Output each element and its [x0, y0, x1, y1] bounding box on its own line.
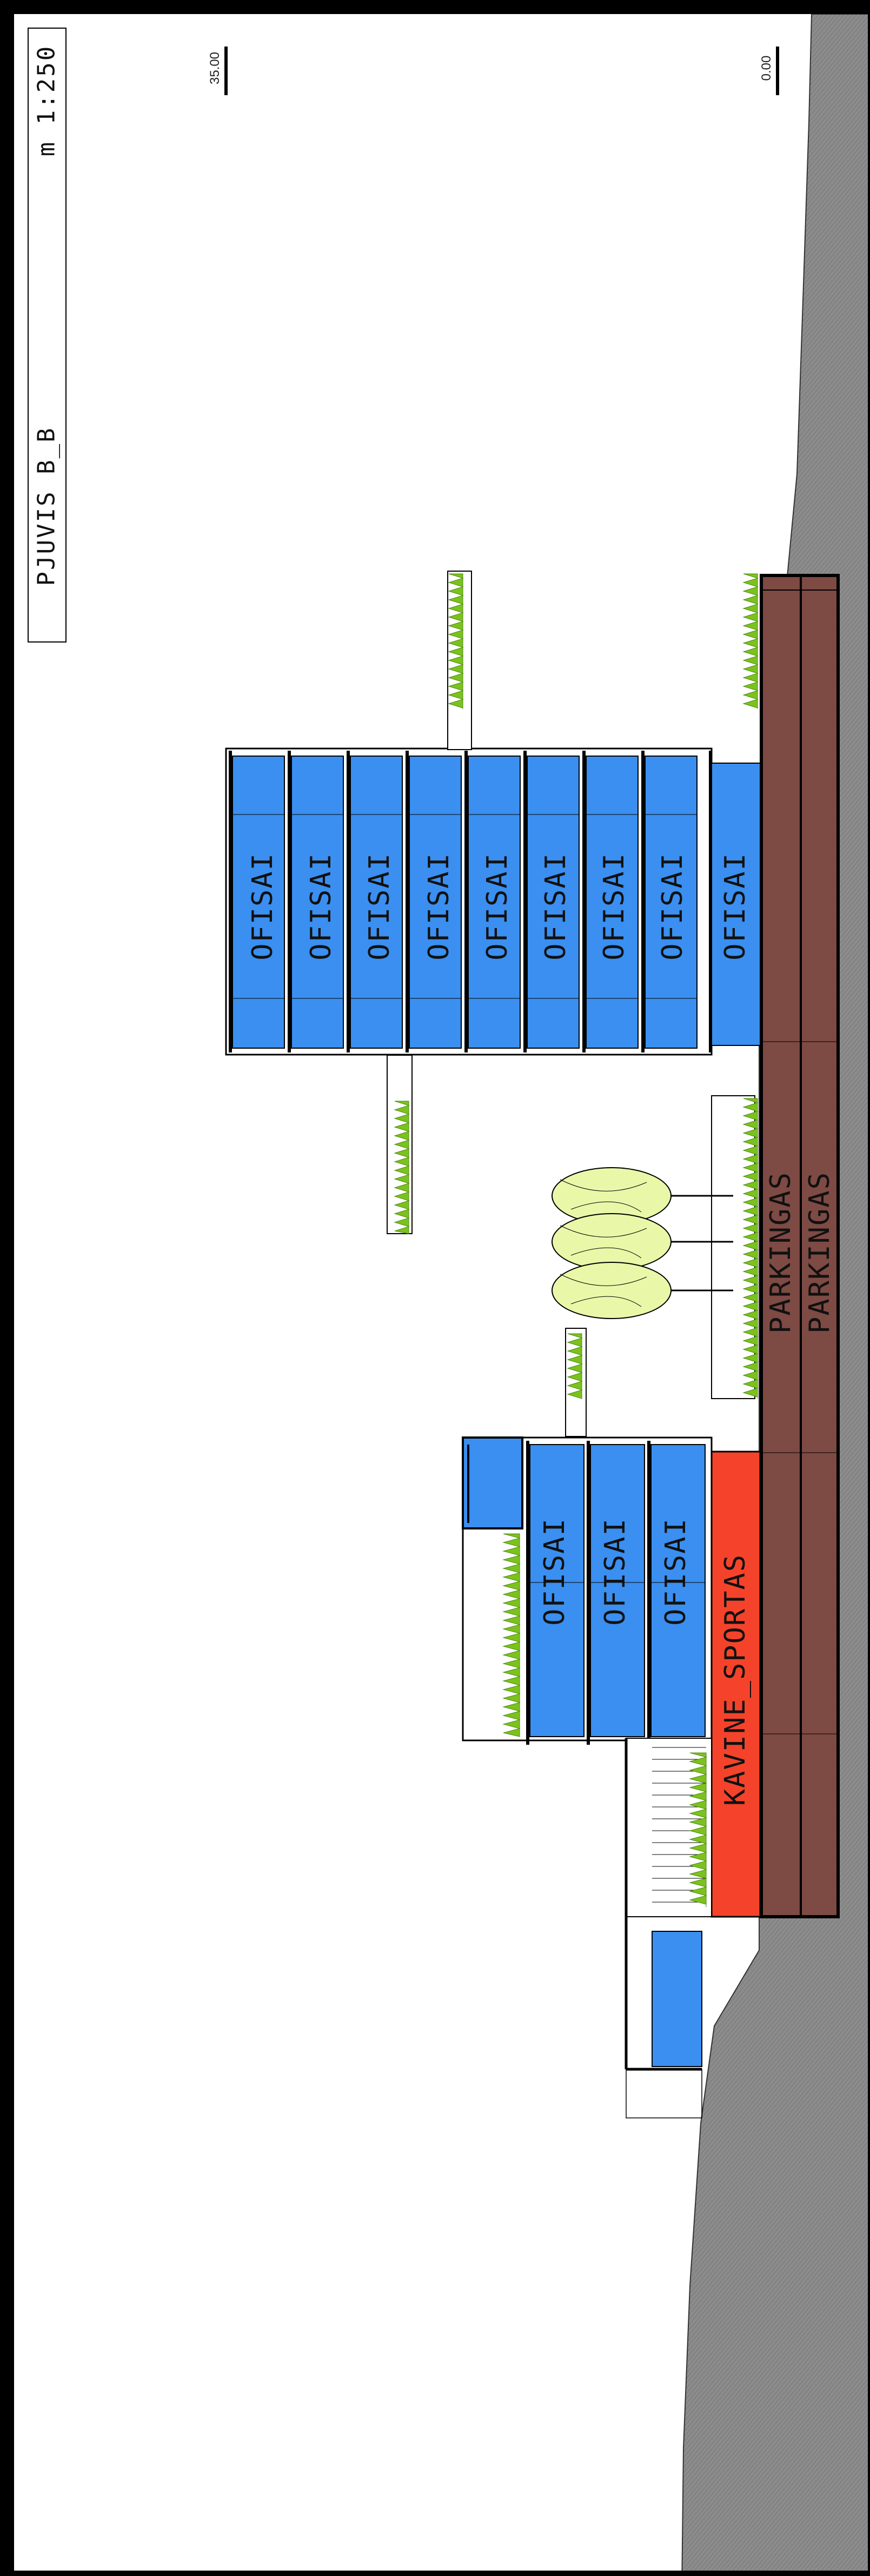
level-label-top: 35.00	[208, 51, 222, 85]
office-floor	[527, 756, 580, 1049]
room-label-office: OFISAI	[363, 852, 396, 961]
room-label-office: OFISAI	[656, 852, 689, 961]
tree-canopy	[552, 1262, 672, 1319]
balcony-mid	[565, 1328, 587, 1437]
section-drawing	[28, 14, 868, 2571]
office-floor	[645, 756, 698, 1049]
level-label-ground: 0.00	[759, 55, 774, 81]
room-label-office: OFISAI	[598, 852, 630, 961]
office-floor	[468, 756, 521, 1049]
room-label-parking: PARKINGAS	[765, 1171, 797, 1334]
tower-ground-floor	[711, 763, 761, 1046]
tree-branches	[560, 1225, 647, 1259]
entry-block	[652, 1931, 702, 2067]
office-floor	[409, 756, 462, 1049]
office-floor	[529, 1444, 585, 1737]
room-label-parking: PARKINGAS	[803, 1171, 836, 1334]
office-floor	[650, 1444, 706, 1737]
office-floor	[232, 756, 285, 1049]
tree-branches	[560, 1274, 647, 1307]
greenery-strip	[448, 573, 464, 709]
room-label-office: OFISAI	[660, 1518, 692, 1626]
tree-canopy	[552, 1213, 672, 1270]
room-label-office: OFISAI	[540, 852, 572, 961]
room-label-office: OFISAI	[539, 1518, 571, 1626]
office-floor	[350, 756, 403, 1049]
room-label-office: OFISAI	[599, 1518, 632, 1626]
room-label-office: OFISAI	[481, 852, 514, 961]
office-floor	[291, 756, 344, 1049]
greenery-strip	[567, 1333, 583, 1399]
greenery-strip	[742, 573, 759, 709]
office-floor	[586, 756, 639, 1049]
canopy	[626, 2069, 702, 2118]
title-block	[28, 28, 67, 643]
greenery-strip	[502, 1533, 521, 1737]
greenery-strip	[742, 1098, 759, 1399]
greenery-strip	[689, 1752, 707, 1907]
room-label-cafe: KAVINE_SPORTAS	[719, 1553, 752, 1806]
drawing-scale: m 1:250	[32, 44, 61, 157]
cafe-block	[710, 1451, 761, 1918]
room-label-office: OFISAI	[423, 852, 455, 961]
room-label-office: OFISAI	[719, 852, 752, 961]
lowblock-roof-box	[462, 1436, 523, 1529]
drawing-title: PJUVIS B_B	[32, 426, 61, 586]
office-floor	[590, 1444, 645, 1737]
room-label-office: OFISAI	[305, 852, 337, 961]
greenery-strip	[394, 1101, 410, 1234]
tree-branches	[560, 1179, 647, 1213]
room-label-office: OFISAI	[247, 852, 279, 961]
